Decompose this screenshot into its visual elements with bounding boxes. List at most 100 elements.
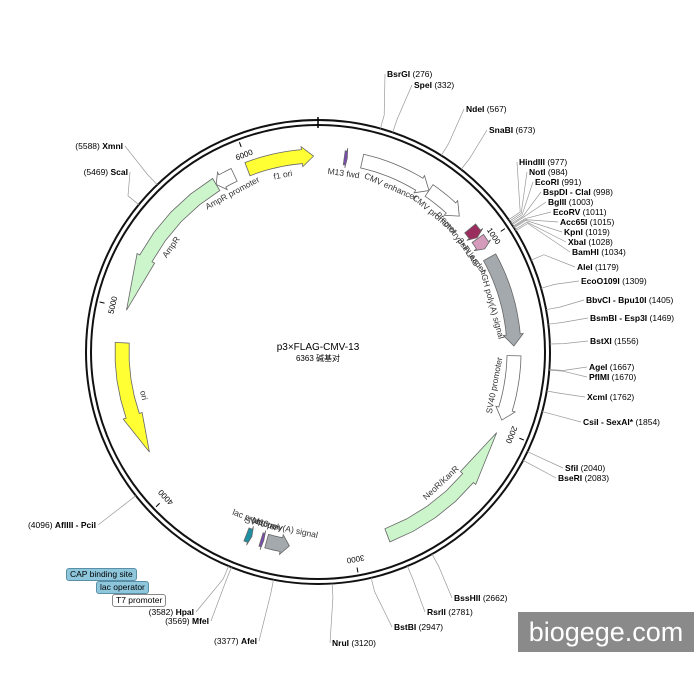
site-line-bamhi [515, 223, 571, 253]
plasmid-size: 6363 碱基对 [296, 353, 340, 363]
site-label-snabi: SnaBI (673) [489, 125, 535, 135]
tick-mark-6000 [238, 142, 242, 148]
site-line-bsrgi [380, 73, 386, 129]
feature-preprotrypsin-leader [464, 223, 484, 241]
tick-mark-3000 [356, 567, 359, 573]
site-label-bstxi: BstXI (1556) [590, 336, 639, 346]
site-line-bspdi-clai [511, 191, 542, 225]
feature-sv40-poly-a-signal [264, 533, 290, 556]
feature-label-ori: ori [138, 390, 150, 402]
site-line-afei [258, 579, 274, 642]
site-label-sfii: SfiI (2040) [565, 463, 605, 473]
plasmid-name: p3×FLAG-CMV-13 [277, 342, 360, 353]
tick-label-5000: 5000 [107, 295, 120, 315]
feature-lac-promoter [243, 526, 254, 546]
site-label-xcmi: XcmI (1762) [587, 392, 634, 402]
site-line-bstxi [549, 340, 589, 345]
feature-m13-fwd [342, 148, 349, 168]
site-line-hindiii [508, 161, 521, 221]
feature-cmv-enhancer [360, 153, 430, 194]
site-line-bsshii [431, 553, 453, 599]
site-line-agei [549, 366, 588, 371]
site-line-rsrii [407, 565, 426, 613]
feature-ampr-promoter [215, 167, 238, 191]
site-label-bamhi: BamHI (1034) [572, 247, 626, 257]
site-line-snabi [460, 129, 488, 170]
site-line-xmni [124, 145, 158, 185]
tick-label-3000: 3000 [345, 553, 365, 565]
feature-3-flag [471, 233, 492, 252]
site-line-bsmbi-esp3i [548, 317, 589, 325]
site-label-alei: AleI (1179) [577, 262, 619, 272]
site-label-agei: AgeI (1667) [589, 362, 635, 372]
site-label-noti: NotI (984) [529, 167, 568, 177]
watermark: biogege.com [518, 612, 694, 652]
site-label-ecori: EcoRI (991) [535, 177, 581, 187]
site-line-pflmi [549, 369, 588, 378]
site-line-spei [392, 84, 413, 133]
site-label-kpni: KpnI (1019) [564, 227, 610, 237]
site-label-csii-sexai: CsiI - SexAI* (1854) [583, 417, 660, 427]
site-line-alei [530, 254, 576, 268]
site-line-hpai [195, 565, 229, 613]
site-label-bsmbi-esp3i: BsmBI - Esp3I (1469) [590, 313, 674, 323]
site-label-scai: (5469) ScaI [84, 167, 128, 177]
t7-promoter-label: T7 promoter [112, 594, 167, 607]
site-line-bglii [511, 201, 547, 226]
tick-mark-4000 [155, 502, 160, 508]
site-label-pflmi: PflMI (1670) [589, 372, 636, 382]
site-label-ecorv: EcoRV (1011) [553, 207, 607, 217]
site-label-ndei: NdeI (567) [466, 104, 507, 114]
site-label-bglii: BglII (1003) [548, 197, 594, 207]
site-label-bseri: BseRI (2083) [558, 473, 609, 483]
site-line-bseri [522, 460, 557, 479]
feature-m13-rev [258, 530, 267, 550]
site-line-nrui [329, 583, 334, 644]
site-label-xmni: (5588) XmnI [75, 141, 123, 151]
restriction-site-labels: BsrGI (276)SpeI (332) NdeI (567) SnaBI (67… [28, 69, 674, 648]
site-line-ndei [440, 108, 465, 156]
tick-mark-5000 [99, 301, 105, 304]
feature-f1-ori [244, 145, 315, 177]
site-line-xbai [514, 221, 567, 243]
site-line-bstbi [370, 577, 393, 628]
cap-binding-site-label: CAP binding site [66, 568, 137, 581]
site-line-noti [509, 171, 528, 222]
site-line-kpni [513, 220, 563, 233]
site-line-xcmi [546, 390, 586, 398]
site-line-sfii [527, 451, 564, 469]
site-label-spei: SpeI (332) [414, 80, 454, 90]
site-label-bbvci-bpu10i: BbvCI - Bpu10I (1405) [586, 295, 674, 305]
site-label-afliii-pcii: (4096) AflIII - PciI [28, 520, 96, 530]
site-label-xbai: XbaI (1028) [568, 237, 613, 247]
site-line-afliii-pcii [97, 495, 137, 526]
site-label-hpai: (3582) HpaI [149, 607, 194, 617]
site-line-mfei [210, 567, 232, 622]
site-label-hindiii: HindIII (977) [519, 157, 567, 167]
feature-neor-kanr [384, 432, 498, 543]
feature-sv40-promoter [495, 355, 522, 421]
site-label-rsrii: RsrII (2781) [427, 607, 473, 617]
feature-label-m13-fwd: M13 fwd [327, 166, 360, 180]
site-line-csii-sexai [542, 411, 582, 423]
feature-label-f1-ori: f1 ori [273, 168, 294, 182]
feature-ampr [126, 177, 221, 311]
feature-ori [114, 341, 150, 453]
tick-mark-1000 [500, 228, 506, 232]
site-label-bstbi: BstBI (2947) [394, 622, 443, 632]
tick-label-2000: 2000 [504, 425, 519, 445]
site-label-bsrgi: BsrGI (276) [387, 69, 433, 79]
site-line-bbvci-bpu10i [546, 299, 585, 311]
feature-label-lac-promoter: lac promoter [231, 507, 279, 533]
site-line-ecoo109i [541, 280, 580, 289]
lac-operator-label: lac operator [96, 581, 149, 594]
site-line-ecorv [512, 211, 552, 227]
feature-cmv-promoter [424, 184, 460, 217]
site-label-bspdi-clai: BspDI - ClaI (998) [543, 187, 613, 197]
site-line-ecori [510, 181, 534, 223]
tick-mark-2000 [519, 437, 525, 441]
site-label-mfei: (3569) MfeI [165, 616, 209, 626]
site-label-afei: (3377) AfeI [214, 636, 257, 646]
site-line-acc65i [513, 219, 559, 228]
